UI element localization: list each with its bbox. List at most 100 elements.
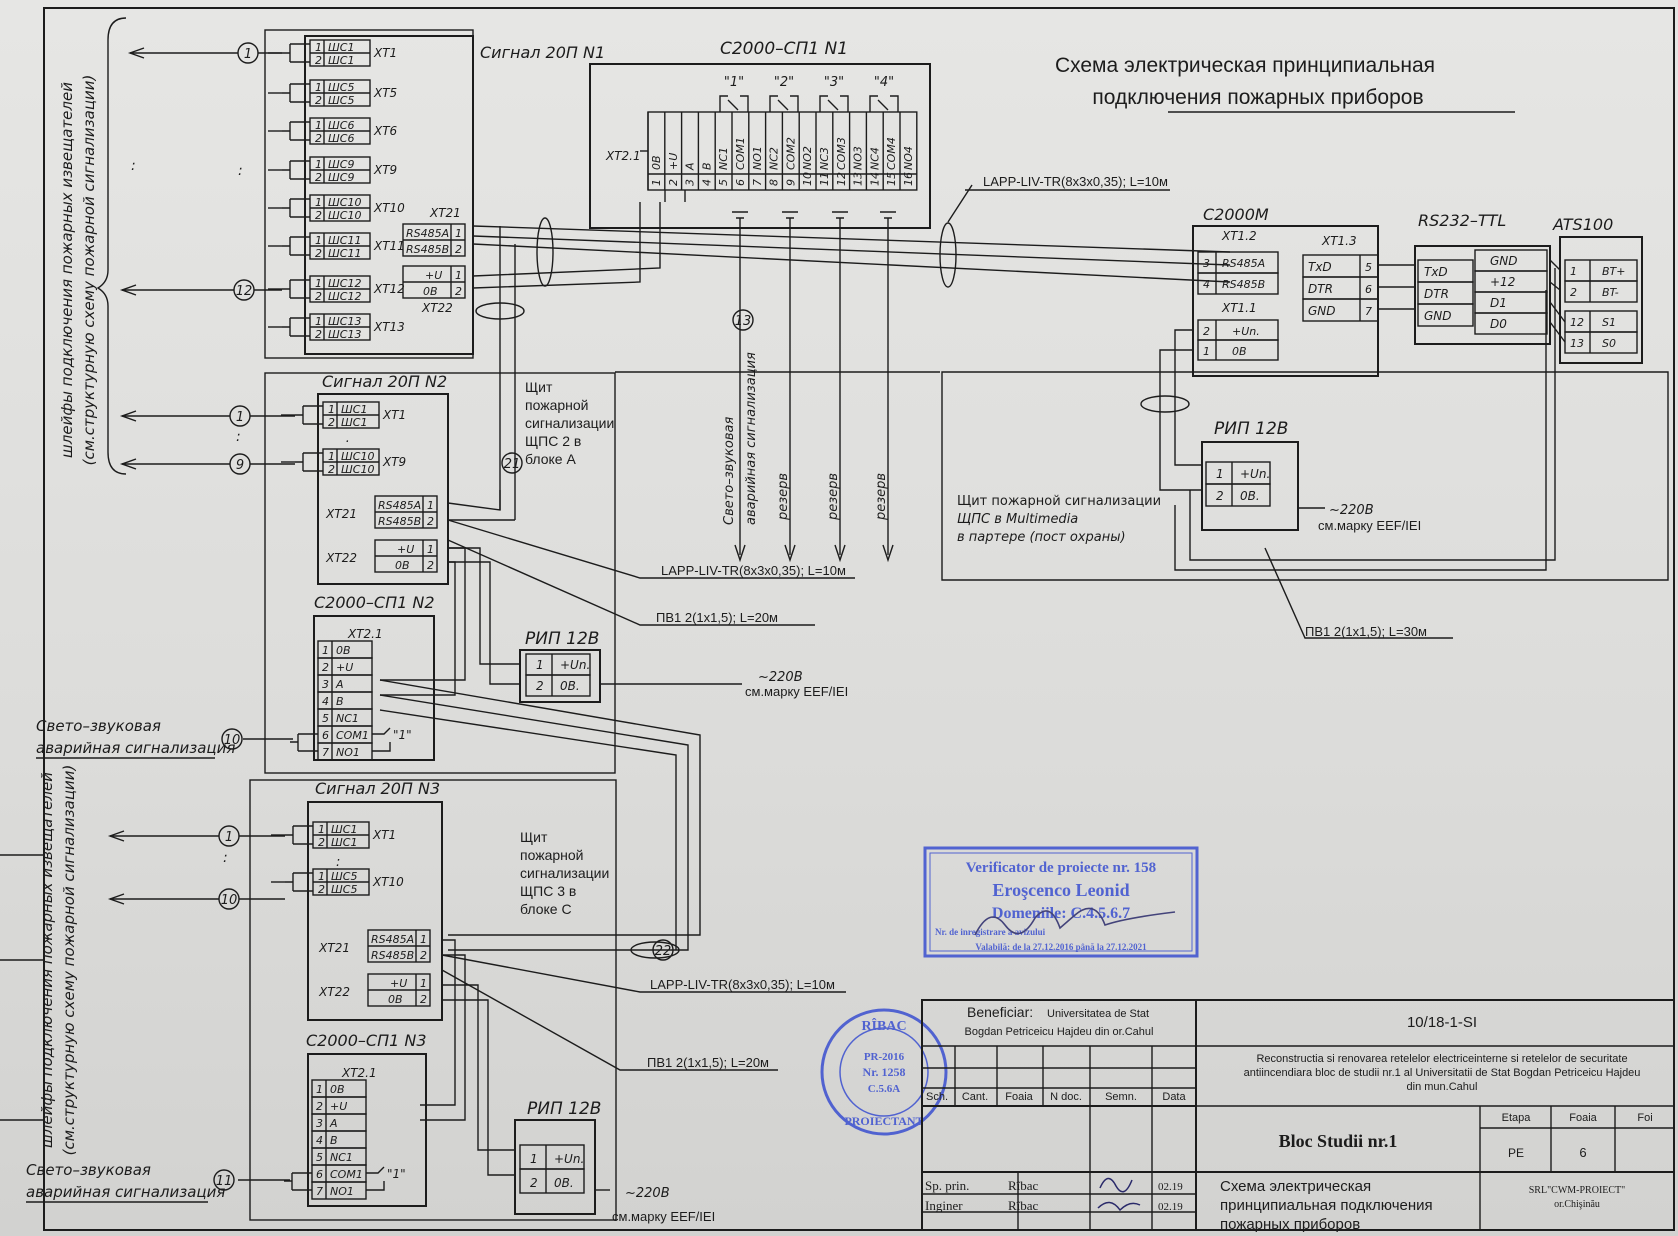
callout-circle [221,728,243,750]
pin-number: 6 [316,1168,323,1181]
pin-number: 2 [1570,286,1577,299]
pin-signal: DTR [1424,287,1449,301]
loop-fork [282,121,310,141]
rip-n3-label: РИП 12В [527,1099,601,1119]
rip-number: 1 [1216,467,1224,481]
terminal-signal: ШС10 [341,450,374,463]
xt21-n2: 2 [420,949,427,962]
power-n1-ref: см.марку EEF/IEI [1318,518,1421,533]
pin-signal: NC4 [868,147,881,170]
xt21-n1: 1 [455,227,462,240]
svg-text:принципиальная подключения: принципиальная подключения [1220,1197,1433,1214]
pin-signal: COM1 [336,729,369,742]
terminal-xt-label: XT1 [372,828,396,842]
sp-n1-terminals: 10В2+U3A4B5NC16COM17NO18NC29COM210NO211N… [640,111,918,191]
power-n2-ref: см.марку EEF/IEI [745,684,848,699]
terminal-number: 1 [315,158,322,171]
signal-n3-label: Сигнал 20П N3 [315,779,440,798]
pin-signal: BT- [1602,286,1619,299]
terminal-xt-label: XT11 [373,239,405,253]
terminal-xt-label: XT13 [373,320,405,334]
pin-signal: S1 [1602,316,1616,329]
output-arrow [734,544,746,563]
pin-number: 13 [1570,337,1584,350]
pin-signal: GND [1424,309,1452,323]
side-label-top: шлейфы подключения пожарных извещателей … [58,75,98,466]
pin-signal: +U [330,1100,347,1113]
ellipsis-dots: : [131,158,136,174]
shield-line: блоке С [520,901,572,917]
terminal-number: 1 [318,823,325,836]
xt21-a: RS485A [378,499,421,512]
c2000m-body [1192,225,1379,377]
callout-number: 10 [221,893,238,908]
cable-n2-pv: ПВ1 2(1x1,5); L=20м [656,610,778,625]
terminal-xt-label: XT1 [382,408,406,422]
cell [1474,312,1548,335]
terminal-signal: ШС5 [331,883,357,896]
pin-signal: COM2 [784,137,797,170]
terminal-number: 2 [315,171,322,184]
svg-text:PROIECTANT: PROIECTANT [844,1114,923,1128]
output-alarm-1: Свето–звуковая [722,417,737,525]
terminal-number: 2 [328,463,335,476]
relay-label: "1" [393,728,412,742]
pin-number: 6 [1365,283,1372,296]
xt22-n2: 2 [427,559,434,572]
svg-text:Valabilă: de la 27.12.2016 pân: Valabilă: de la 27.12.2016 până la 27.12… [975,942,1147,952]
terminal-signal: ШС1 [341,416,367,429]
pin-number: 6 [322,729,329,742]
shield-m-line2: ЩПС в Multimedia [957,512,1078,527]
terminal-number: 2 [315,132,322,145]
pin-signal: NO3 [852,146,865,170]
relay-contact [819,95,849,112]
terminal-number: 1 [315,234,322,247]
pin-signal: GND [1490,254,1518,268]
xt21-a: RS485A [371,933,414,946]
signal-n1-body [304,35,474,355]
svg-text:Bloc Studii nr.1: Bloc Studii nr.1 [1279,1131,1398,1151]
pin-signal: 0В [650,155,663,170]
pin-signal: A [335,678,344,691]
terminal-signal: ШС10 [328,196,361,209]
pin-signal: NO4 [902,146,915,170]
xt22-label: XT22 [318,985,350,999]
terminal-number: 2 [328,416,335,429]
shield-line: блоке А [525,451,576,467]
svg-text:PE: PE [1508,1146,1524,1160]
svg-text:Verificator de proiecte nr. 15: Verificator de proiecte nr. 158 [966,860,1156,876]
rip-cell [519,1168,585,1194]
loop-fork [282,279,310,299]
pin-signal: B [330,1134,338,1147]
titleblock-col-header: Data [1162,1091,1186,1103]
pin-number: 5 [1365,261,1372,274]
relay-label: "1" [387,1167,406,1181]
svg-text:Foi: Foi [1637,1112,1652,1124]
loop-arrow-head [119,458,137,470]
signal-n3-body [307,801,443,1021]
output-reserve: резерв [826,473,841,521]
terminal-number: 1 [328,403,335,416]
callout-number: 13 [735,314,752,329]
pin-number: 13 [852,172,865,186]
xt21-top-label: XT21 [429,206,461,220]
rip-number: 1 [536,658,544,672]
svg-text:шлейфы подключения пожарных из: шлейфы подключения пожарных извещателей [58,82,76,458]
power-n3-v: ~220В [625,1186,670,1201]
sp-n2-body [313,615,435,761]
sp-n1-body [589,63,931,229]
terminal-number: 1 [315,196,322,209]
rip-n2-label: РИП 12В [525,629,599,649]
svg-text:Beneficiar:: Beneficiar: [967,1004,1033,1020]
sp-n3-body [307,1053,427,1207]
sp-n1-relays: "1""2""3""4" [719,75,899,112]
